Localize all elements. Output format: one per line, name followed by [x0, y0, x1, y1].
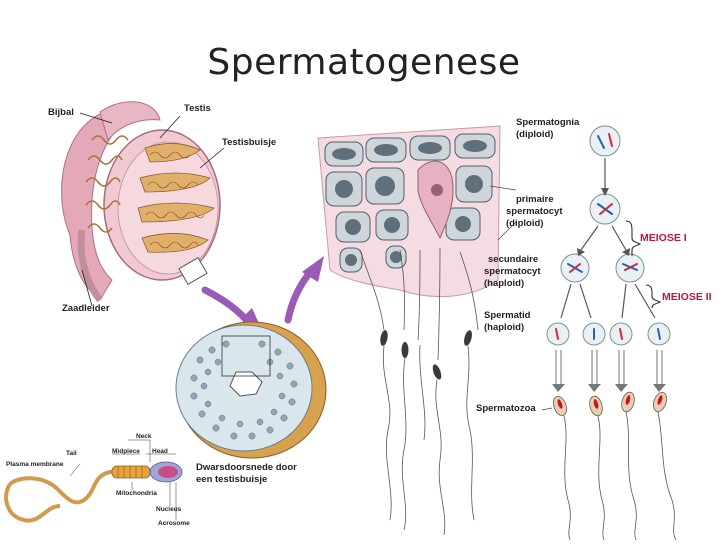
testis-illustration: [61, 101, 225, 307]
label-tail: Tail: [66, 450, 77, 457]
label-meiose-2: MEIOSE II: [662, 291, 712, 303]
label-zaadleider: Zaadleider: [62, 303, 110, 314]
sperm-anatomy-illustration: [4, 439, 183, 523]
label-acrosome: Acrosome: [158, 520, 190, 527]
meiosis-diagram: [489, 125, 677, 541]
label-meiose-1: MEIOSE I: [640, 232, 687, 244]
label-mitochondria: Mitochondria: [116, 490, 157, 497]
label-neck: Neck: [136, 433, 152, 440]
label-spermatozoa: Spermatozoa: [476, 403, 536, 414]
arrow-to-section: [201, 286, 252, 326]
page-title: Spermatogenese: [207, 42, 521, 83]
arrow-to-tubule: [284, 266, 316, 324]
label-bijbal: Bijbal: [48, 107, 74, 118]
label-nucleus: Nucleus: [156, 506, 182, 513]
label-dwarsdoorsnede: Dwarsdoorsnede door een testisbuisje: [196, 462, 297, 485]
label-secundaire-spermatocyt: secundaire spermatocyt (haploid): [484, 254, 541, 289]
label-spermatid: Spermatid (haploid): [484, 310, 531, 333]
label-plasma-membrane: Plasma membrane: [6, 461, 64, 468]
label-primaire-spermatocyt: primaire spermatocyt (diploid): [506, 194, 563, 229]
cross-section-illustration: [175, 321, 327, 459]
label-testis: Testis: [184, 103, 211, 114]
label-head: Head: [152, 448, 168, 455]
label-midpiece: Midpiece: [112, 448, 140, 455]
label-testisbuisje: Testisbuisje: [222, 137, 277, 148]
label-spermatognia: Spermatognia (diploid): [516, 117, 580, 140]
tubule-wall-illustration: [317, 125, 501, 536]
